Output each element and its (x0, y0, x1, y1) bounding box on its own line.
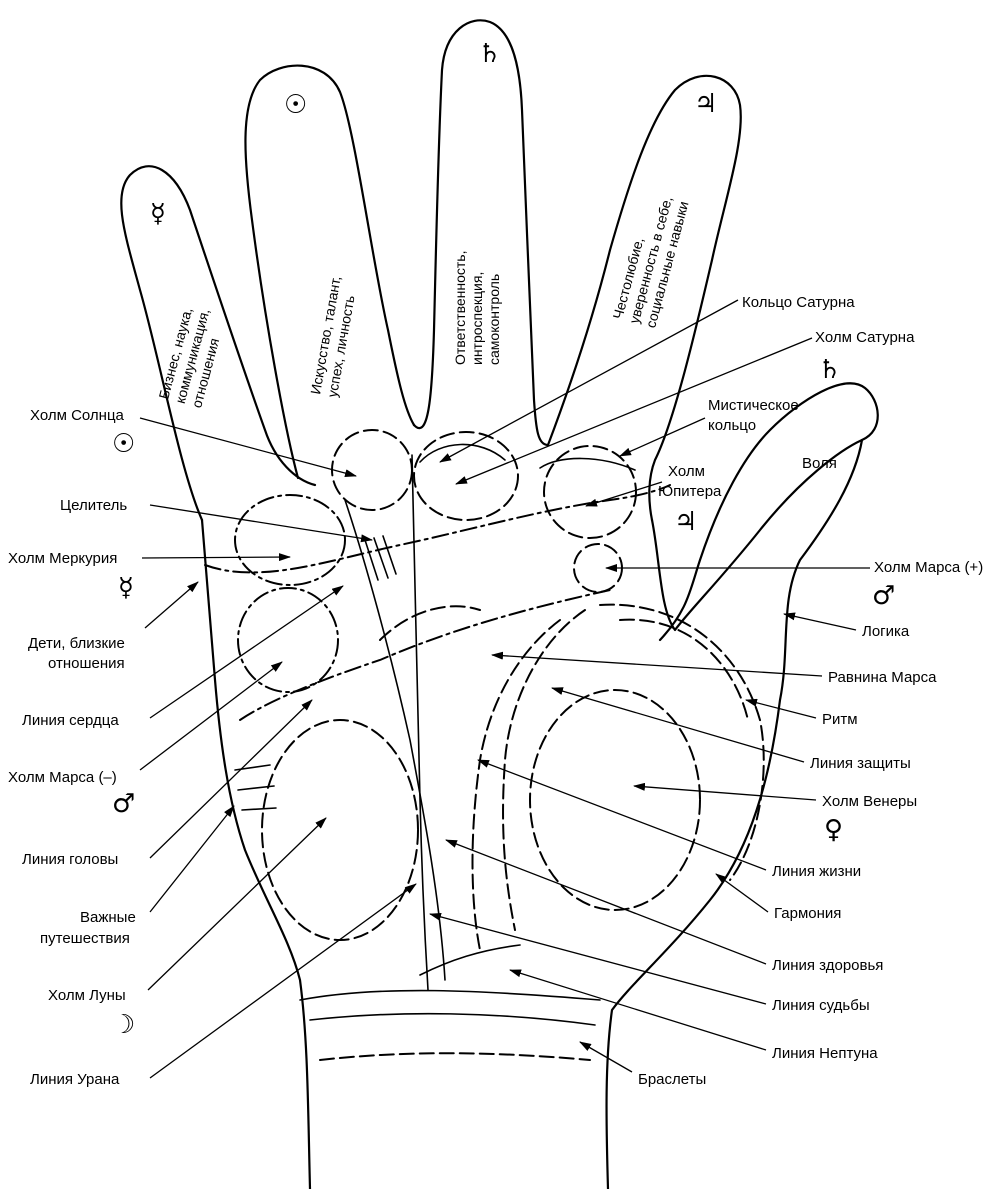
arrow-neptune-line (510, 970, 766, 1050)
label-mount-mercury: Холм Меркурия (8, 550, 117, 567)
healer-marks (365, 536, 396, 580)
label-mount-mars-plus-symbol: ♂ (872, 581, 895, 611)
arrow-harmony (716, 874, 768, 912)
label-mount-saturn: Холм Сатурна (815, 329, 915, 346)
arrow-fate-line (430, 914, 766, 1004)
fate-line (412, 455, 428, 990)
mount-mercury-circle (235, 495, 345, 585)
mercury-finger-text: Бизнес, наука, коммуникация, отношения (155, 302, 229, 409)
arrow-head-line (150, 700, 312, 858)
arrow-mount-sun (140, 418, 356, 476)
right-labels: Кольцо Сатурна Холм Сатурна ♄ Мистическо… (430, 294, 983, 1088)
thumb-will-label: Воля (802, 455, 837, 472)
label-logic: Логика (862, 623, 910, 640)
ring-finger-outline (245, 66, 414, 478)
arrow-protection-line (552, 688, 804, 762)
mount-moon-oval (262, 720, 418, 940)
arrow-life-line (478, 760, 766, 870)
label-healer: Целитель (60, 497, 127, 514)
svg-text:интроспекция,: интроспекция, (469, 272, 485, 365)
arrow-health-line (446, 840, 766, 964)
bracelet-1 (300, 991, 600, 1000)
label-saturn-ring: Кольцо Сатурна (742, 294, 855, 311)
mercury-symbol: ☿ (150, 199, 166, 229)
arrow-mount-moon (148, 818, 326, 990)
label-travel-1: Важные (80, 909, 136, 926)
label-mount-jupiter-2: Юпитера (658, 483, 722, 500)
saturn-ring-arc (420, 444, 505, 462)
mount-jupiter-circle (544, 446, 636, 538)
mount-sun-circle (332, 430, 412, 510)
label-head-line: Линия головы (22, 851, 118, 868)
life-line (473, 620, 561, 950)
arrow-travel (150, 806, 234, 912)
svg-text:Ответственность,: Ответственность, (452, 251, 468, 365)
label-health-line: Линия здоровья (772, 957, 883, 974)
label-protection-line: Линия защиты (810, 755, 911, 772)
middle-finger-outline (414, 20, 548, 445)
label-mount-mercury-symbol: ☿ (118, 573, 134, 603)
head-line (240, 590, 610, 720)
saturn-finger-text: Ответственность, интроспекция, самоконтр… (452, 251, 502, 365)
label-mount-sun-symbol: ☉ (112, 429, 135, 459)
mount-venus-oval (530, 690, 700, 910)
arrow-logic (784, 614, 856, 630)
label-mount-mars-minus-symbol: ♂ (112, 789, 135, 819)
label-harmony: Гармония (774, 905, 841, 922)
label-neptune-line: Линия Нептуна (772, 1045, 878, 1062)
jupiter-symbol: ♃ (694, 89, 717, 119)
label-heart-line: Линия сердца (22, 712, 119, 729)
label-mount-jupiter-symbol: ♃ (674, 507, 697, 537)
neptune-line (420, 945, 520, 975)
left-labels: Холм Солнца ☉ Целитель Холм Меркурия ☿ Д… (8, 407, 416, 1088)
arrow-healer (150, 505, 372, 540)
label-plain-of-mars: Равнина Марса (828, 669, 937, 686)
label-mount-mars-minus: Холм Марса (–) (8, 769, 117, 786)
label-children-1: Дети, близкие (28, 635, 125, 652)
arrow-plain-of-mars (492, 655, 822, 676)
svg-text:самоконтроль: самоконтроль (486, 274, 502, 365)
hand-outline (121, 20, 878, 1189)
label-bracelets: Браслеты (638, 1071, 706, 1088)
label-mystic-ring-1: Мистическое (708, 397, 799, 414)
label-children-2: отношения (48, 655, 125, 672)
label-mount-moon: Холм Луны (48, 987, 126, 1004)
arrow-bracelets (580, 1042, 632, 1072)
plain-of-mars-line (380, 606, 480, 640)
label-mount-sun: Холм Солнца (30, 407, 125, 424)
heart-line (205, 485, 670, 572)
label-mount-jupiter-1: Холм (668, 463, 705, 480)
mount-mars-minus-circle (238, 588, 338, 692)
label-mount-venus-symbol: ♀ (824, 815, 843, 845)
label-mount-venus: Холм Венеры (822, 793, 917, 810)
label-fate-line: Линия судьбы (772, 997, 870, 1014)
label-mount-mars-plus: Холм Марса (+) (874, 559, 983, 576)
label-mount-moon-symbol: ☽ (112, 1010, 135, 1040)
label-travel-2: путешествия (40, 930, 130, 947)
saturn-symbol: ♄ (478, 39, 501, 69)
arrow-children (145, 582, 198, 628)
arrow-mount-venus (634, 786, 816, 800)
arrow-mount-mercury (142, 557, 290, 558)
bracelet-3 (320, 1053, 590, 1060)
label-uranus-line: Линия Урана (30, 1071, 120, 1088)
arrow-heart-line (150, 586, 343, 718)
travel-marks (235, 765, 276, 810)
mounts (235, 430, 700, 940)
sun-symbol: ☉ (284, 90, 307, 120)
label-rhythm: Ритм (822, 711, 858, 728)
arrow-mount-mars-minus (140, 662, 282, 770)
arrow-uranus-line (150, 884, 416, 1078)
sun-finger-text: Искусство, талант, успех, личность (307, 275, 360, 399)
arrow-mystic-ring (620, 418, 705, 456)
bracelet-2 (310, 1014, 595, 1025)
label-life-line: Линия жизни (772, 863, 861, 880)
label-mystic-ring-2: кольцо (708, 417, 756, 434)
label-mount-saturn-symbol: ♄ (818, 355, 841, 385)
